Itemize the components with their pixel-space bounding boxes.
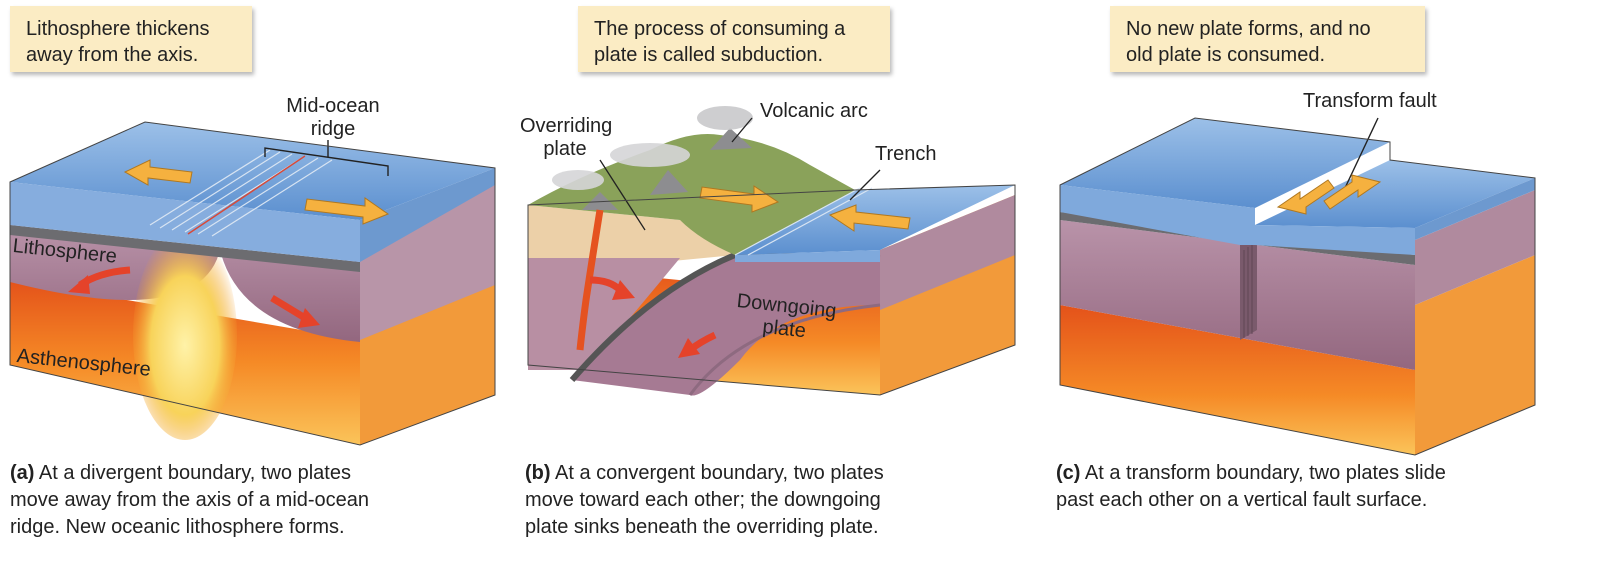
- caption-letter: (b): [525, 462, 551, 484]
- arrow-downgoing-plate: [828, 204, 911, 232]
- lithosphere-side: [1415, 190, 1535, 305]
- volcano: [710, 128, 752, 150]
- arrowhead: [612, 280, 635, 300]
- note-line: plate is called subduction.: [594, 44, 824, 66]
- magma-upwelling: [133, 230, 237, 440]
- caption-line: plate sinks beneath the overriding plate…: [525, 516, 879, 538]
- transform-fault-leader: [1344, 117, 1379, 189]
- note-line: The process of consuming a: [594, 18, 846, 40]
- volcanic-arc-leader: [731, 117, 753, 143]
- transform-block-diagram: [1059, 117, 1536, 456]
- panel-transform-boundary: No new plate forms, and no old plate is …: [1056, 0, 1600, 567]
- arrow-right-plate: [1323, 174, 1382, 210]
- asthenosphere-layer: [1060, 305, 1415, 455]
- arrow-left-plate: [1276, 179, 1335, 215]
- ocean-surface: [10, 122, 495, 220]
- caption-text: At a divergent boundary, two plates: [34, 462, 351, 484]
- note-no-new-plate: No new plate forms, and no old plate is …: [1110, 6, 1425, 72]
- caption-line: (b) At a convergent boundary, two plates: [525, 460, 884, 487]
- label-line: ridge: [310, 118, 356, 140]
- asthenosphere-side: [360, 285, 495, 445]
- panel-divergent-boundary: Lithosphere thickens away from the axis.: [0, 0, 520, 567]
- overriding-lithosphere: [528, 258, 680, 370]
- continent-surface: [528, 134, 855, 255]
- volcano-plume: [610, 143, 690, 167]
- label-overriding-plate: Overriding plate: [520, 115, 613, 161]
- volcano-plume: [552, 170, 604, 190]
- volcano: [582, 192, 618, 210]
- slab-crust: [569, 251, 881, 382]
- arrow-overriding-plate: [699, 185, 780, 213]
- ridge-fractures: [149, 149, 333, 237]
- caption-line: move toward each other; the downgoing: [525, 489, 881, 511]
- trench-leader: [849, 169, 881, 201]
- label-line: Overriding: [520, 115, 613, 137]
- convergent-block-diagram: [527, 106, 1016, 396]
- caption-line: (a) At a divergent boundary, two plates: [10, 460, 369, 487]
- block-outline: [1059, 117, 1536, 456]
- label-mid-ocean-ridge: Mid-ocean ridge: [268, 95, 398, 141]
- note-line: old plate is consumed.: [1126, 44, 1326, 66]
- ridge-bracket: [264, 147, 389, 176]
- label-line: Mid-ocean: [286, 95, 380, 117]
- caption-line: move away from the axis of a mid-ocean: [10, 489, 370, 511]
- fault-striations: [1243, 244, 1253, 338]
- ocean-front: [1060, 185, 1255, 245]
- caption-letter: (a): [10, 462, 35, 484]
- note-lithosphere-thickens: Lithosphere thickens away from the axis.: [10, 6, 252, 72]
- downgoing-slab: [572, 255, 880, 396]
- note-line: Lithosphere thickens: [26, 18, 210, 40]
- volcano: [650, 170, 688, 195]
- arrow-plate-left: [123, 159, 193, 186]
- arrow-plate-right: [304, 197, 390, 225]
- magma-conduit: [576, 209, 604, 351]
- note-line: away from the axis.: [26, 44, 199, 66]
- ocean-front: [1255, 225, 1415, 255]
- arrowhead: [298, 308, 320, 328]
- caption-line: ridge. New oceanic lithosphere forms.: [10, 516, 345, 538]
- note-subduction: The process of consuming a plate is call…: [578, 6, 890, 72]
- note-line: No new plate forms, and no: [1126, 18, 1371, 40]
- volcano-plume: [697, 106, 753, 130]
- arrowhead: [68, 275, 90, 294]
- label-line: plate: [543, 138, 587, 160]
- ocean-plate-left: [1060, 118, 1390, 208]
- caption-line: past each other on a vertical fault surf…: [1056, 489, 1428, 511]
- block-outline: [527, 184, 1016, 396]
- label-volcanic-arc: Volcanic arc: [760, 100, 868, 122]
- caption-divergent: (a) At a divergent boundary, two plates …: [10, 460, 369, 541]
- crust-layer: [10, 225, 360, 272]
- caption-text: At a convergent boundary, two plates: [550, 462, 884, 484]
- ocean-side: [1415, 178, 1535, 240]
- slab-base: [688, 303, 881, 396]
- ocean-plate-right: [1255, 160, 1535, 228]
- asthenosphere-side: [1415, 255, 1535, 455]
- caption-line: (c) At a transform boundary, two plates …: [1056, 460, 1446, 487]
- label-trench: Trench: [875, 143, 937, 165]
- panel-convergent-boundary: The process of consuming a plate is call…: [520, 0, 1060, 567]
- fault-surface: [1240, 232, 1257, 340]
- overriding-leader: [599, 159, 646, 231]
- caption-convergent: (b) At a convergent boundary, two plates…: [525, 460, 884, 541]
- arrowhead: [678, 338, 700, 358]
- block-outline: [9, 121, 496, 446]
- lithosphere-side: [880, 195, 1015, 310]
- ridge-axis: [187, 155, 306, 235]
- divergent-block-diagram: [9, 121, 496, 446]
- caption-text: At a transform boundary, two plates slid…: [1080, 462, 1446, 484]
- caption-transform: (c) At a transform boundary, two plates …: [1056, 460, 1446, 514]
- ocean-front: [735, 250, 880, 262]
- ocean-side: [360, 168, 495, 262]
- label-transform-fault: Transform fault: [1303, 90, 1437, 112]
- caption-letter: (c): [1056, 462, 1081, 484]
- lithosphere-layer: [1060, 220, 1415, 370]
